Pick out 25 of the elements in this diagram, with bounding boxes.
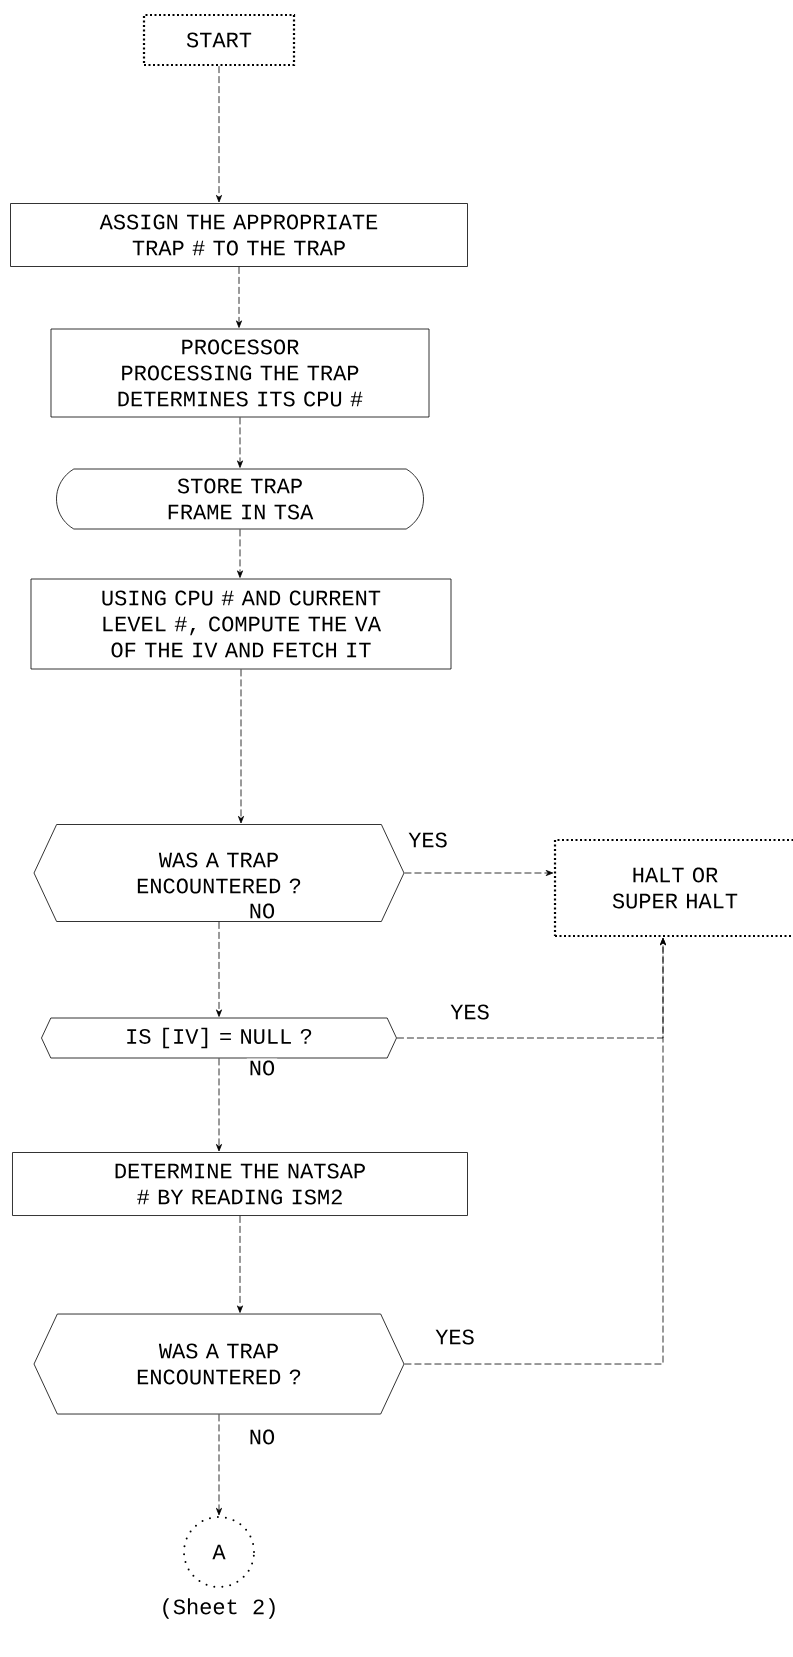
arrow: [237, 417, 243, 468]
arrow: [216, 1058, 222, 1152]
process-box: ASSIGN THE APPROPRIATE TRAP # TO THE TRAP: [10, 203, 468, 267]
edge-label: NO: [246, 901, 278, 921]
process-box: PROCESSOR PROCESSING THE TRAP DETERMINES ITS CPU #: [50, 328, 430, 418]
edge-label: YES: [406, 830, 450, 850]
rounded-process-box: STORE TRAP FRAME IN TSA: [56, 468, 424, 530]
process-box: USING CPU # AND CURRENT LEVEL #, COMPUTE THE VA OF THE IV AND FETCH IT: [30, 578, 452, 670]
arrow: [236, 266, 242, 328]
process-box: DETERMINE THE NATSAP # BY READING ISM2: [12, 1152, 468, 1216]
decision-hexagon: WAS A TRAP ENCOUNTERED ?: [33, 1313, 405, 1415]
arrow: [404, 937, 666, 1365]
terminal-box: HALT OR SUPER HALT: [553, 838, 793, 938]
arrow: [237, 529, 243, 578]
caption-text: (Sheet 2): [163, 1598, 275, 1619]
edge-label: NO: [246, 1427, 278, 1447]
arrow: [238, 669, 244, 824]
arrow: [216, 1414, 222, 1516]
edge-label: YES: [448, 1002, 492, 1022]
arrow: [216, 921, 222, 1017]
arrow: [404, 870, 554, 876]
arrow: [216, 65, 222, 203]
terminal-box: START: [142, 13, 296, 67]
arrow: [237, 1215, 243, 1313]
edge-label: YES: [433, 1327, 477, 1347]
